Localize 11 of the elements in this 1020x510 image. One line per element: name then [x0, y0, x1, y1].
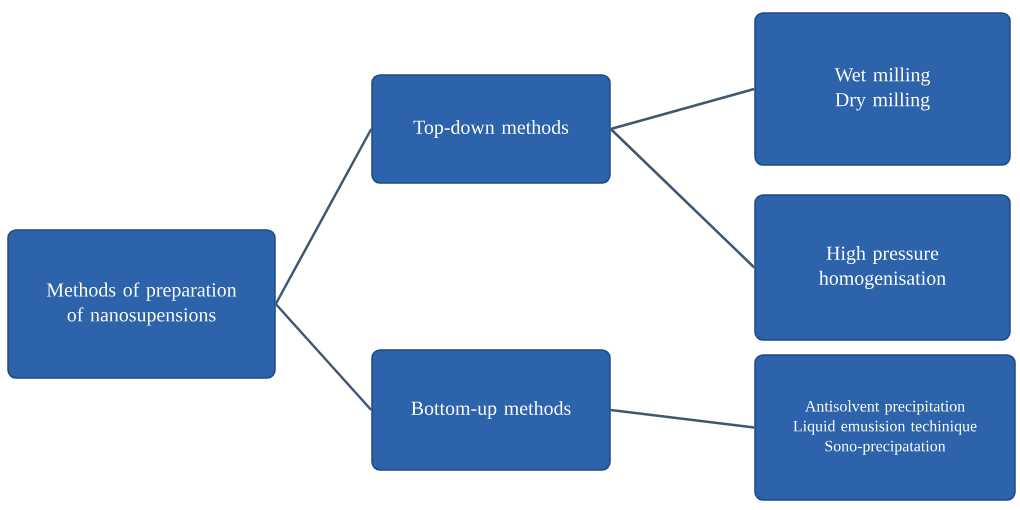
method-box: High pressure homogenisation — [754, 194, 1011, 341]
method-box: Antisolvent precipitation Liquid emusision techinique Sono-precipatation — [754, 354, 1016, 501]
method-box: Top-down methods — [371, 74, 611, 184]
method-box: Wet milling Dry milling — [754, 12, 1011, 166]
connector-line — [610, 408, 755, 429]
connector-line — [610, 87, 755, 131]
method-box: Bottom-up methods — [371, 349, 611, 471]
connector-line — [274, 128, 373, 305]
connector-line — [609, 128, 756, 269]
connector-line — [274, 303, 373, 411]
method-box: Methods of preparation of nanosupensions — [7, 229, 276, 379]
